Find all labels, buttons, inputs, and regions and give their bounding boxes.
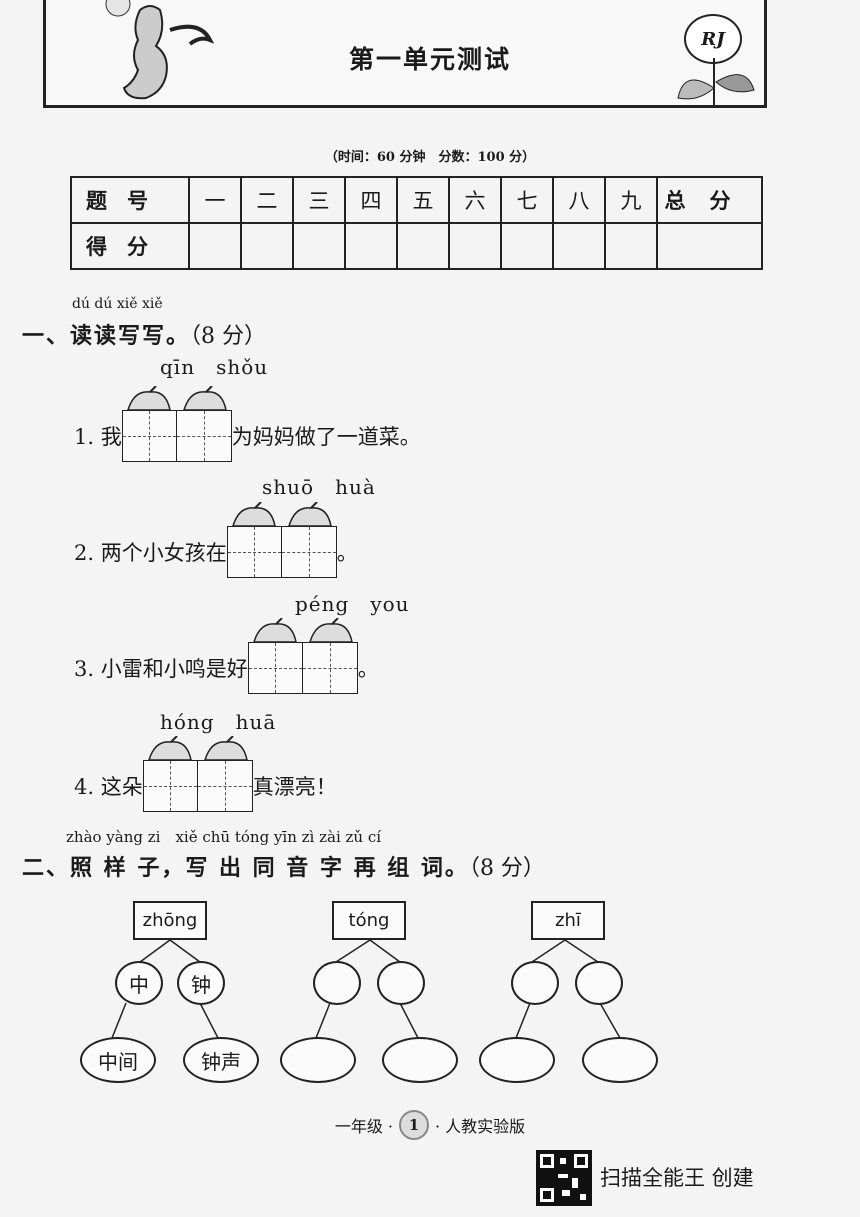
- leaf-decoration-icon: [252, 618, 297, 643]
- column-header: 七: [500, 176, 554, 224]
- tree1-char-node[interactable]: 钟: [177, 961, 225, 1005]
- writing-cell[interactable]: [302, 642, 358, 694]
- column-header: 四: [344, 176, 398, 224]
- item1-sentence: 1. 我 为妈妈做了一道菜。: [74, 386, 421, 462]
- item3-writing-grid[interactable]: [247, 618, 358, 694]
- tree1-root-pinyin: zhōng: [133, 901, 207, 940]
- tree2-char-node[interactable]: [377, 961, 425, 1005]
- exam-info: （时间：60 分钟 分数：100 分）: [324, 150, 536, 165]
- tree3-word-node[interactable]: [479, 1037, 555, 1083]
- writing-cell[interactable]: [197, 760, 253, 812]
- item1-pinyin: qīn shǒu: [160, 355, 269, 379]
- item3-pinyin: péng you: [295, 592, 410, 616]
- writing-cell[interactable]: [176, 410, 232, 462]
- total-header: 总分: [656, 176, 763, 224]
- section2-title-text: 二、照 样 子，写 出 同 音 字 再 组 词。: [22, 856, 469, 881]
- score-table-header-row: 题号 一 二 三 四 五 六 七 八 九 总分: [70, 176, 763, 224]
- writing-cell[interactable]: [226, 526, 282, 578]
- item4-suffix: 真漂亮！: [252, 775, 337, 799]
- item4-writing-grid[interactable]: [142, 736, 253, 812]
- score-cell[interactable]: [188, 222, 242, 270]
- section2-title: 二、照 样 子，写 出 同 音 字 再 组 词。（8 分）: [22, 850, 545, 882]
- column-header: 一: [188, 176, 242, 224]
- column-header: 六: [448, 176, 502, 224]
- item2-suffix: 。: [336, 541, 358, 565]
- tree1-word-node[interactable]: 钟声: [183, 1037, 259, 1083]
- score-cell[interactable]: [292, 222, 346, 270]
- tree3-root-pinyin: zhī: [531, 901, 605, 940]
- column-header: 三: [292, 176, 346, 224]
- tree3-char-node[interactable]: [511, 961, 559, 1005]
- item2-sentence: 2. 两个小女孩在 。: [74, 502, 358, 578]
- item2-prefix: 2. 两个小女孩在: [74, 541, 227, 565]
- page-footer: 一年级 · 1 · 人教实验版: [0, 1110, 860, 1140]
- leaf-decoration-icon: [203, 736, 248, 761]
- tree3-word-node[interactable]: [582, 1037, 658, 1083]
- item4-pinyin: hóng huā: [160, 710, 277, 734]
- tree2-word-node[interactable]: [280, 1037, 356, 1083]
- tree-connector-lines: [111, 939, 621, 1039]
- writing-cell[interactable]: [281, 526, 337, 578]
- tree2-word-node[interactable]: [382, 1037, 458, 1083]
- column-header: 八: [552, 176, 606, 224]
- writing-cell[interactable]: [247, 642, 303, 694]
- section1-title-text: 一、读读写写。: [22, 324, 191, 349]
- leaf-decoration-icon: [287, 502, 332, 527]
- item1-prefix: 1. 我: [74, 425, 122, 449]
- item3-suffix: 。: [357, 657, 379, 681]
- tree3-char-node[interactable]: [575, 961, 623, 1005]
- item2-pinyin: shuō huà: [262, 475, 376, 499]
- score-cell[interactable]: [500, 222, 554, 270]
- column-header: 五: [396, 176, 450, 224]
- leaf-decoration-icon: [308, 618, 353, 643]
- footer-edition: · 人教实验版: [435, 1117, 526, 1136]
- section1-title: 一、读读写写。（8 分）: [22, 318, 266, 350]
- section2-pinyin: zhào yàng zi xiě chū tóng yīn zì zài zǔ …: [66, 828, 382, 846]
- column-header: 九: [604, 176, 658, 224]
- page-number: 1: [399, 1110, 429, 1140]
- score-cell-total[interactable]: [656, 222, 763, 270]
- score-cell[interactable]: [604, 222, 658, 270]
- leaf-decoration-icon: [231, 502, 276, 527]
- cat-illustration: [105, 0, 215, 100]
- flower-leaves-illustration: [677, 58, 755, 106]
- leaf-decoration-icon: [147, 736, 192, 761]
- leaf-decoration-icon: [182, 386, 227, 411]
- score-cell[interactable]: [344, 222, 398, 270]
- writing-cell[interactable]: [121, 410, 177, 462]
- item3-sentence: 3. 小雷和小鸣是好 。: [74, 618, 379, 694]
- item2-writing-grid[interactable]: [226, 502, 337, 578]
- tree1-word-node[interactable]: 中间: [80, 1037, 156, 1083]
- score-cell[interactable]: [240, 222, 294, 270]
- item3-prefix: 3. 小雷和小鸣是好: [74, 657, 248, 681]
- column-header: 二: [240, 176, 294, 224]
- row-label-score: 得分: [70, 222, 190, 270]
- rj-badge: RJ: [684, 14, 742, 64]
- writing-cell[interactable]: [142, 760, 198, 812]
- tree1-char-node[interactable]: 中: [115, 961, 163, 1005]
- section1-points: （8 分）: [190, 324, 267, 349]
- score-table: 题号 一 二 三 四 五 六 七 八 九 总分 得分: [70, 176, 763, 270]
- tree2-char-node[interactable]: [313, 961, 361, 1005]
- tree2-root-pinyin: tóng: [332, 901, 406, 940]
- score-cell[interactable]: [448, 222, 502, 270]
- footer-grade: 一年级 ·: [334, 1117, 393, 1136]
- section1-pinyin: dú dú xiě xiě: [72, 296, 163, 312]
- score-cell[interactable]: [552, 222, 606, 270]
- page-title: 第一单元测试: [348, 45, 511, 74]
- leaf-decoration-icon: [126, 386, 171, 411]
- section2-points: （8 分）: [468, 856, 545, 881]
- item4-prefix: 4. 这朵: [74, 775, 143, 799]
- score-table-score-row: 得分: [70, 222, 763, 270]
- item1-writing-grid[interactable]: [121, 386, 232, 462]
- score-cell[interactable]: [396, 222, 450, 270]
- item1-suffix: 为妈妈做了一道菜。: [231, 425, 421, 449]
- scanner-watermark: 扫描全能王 创建: [600, 1166, 754, 1190]
- row-label-question-number: 题号: [70, 176, 190, 224]
- qr-code-icon: [536, 1150, 592, 1206]
- item4-sentence: 4. 这朵 真漂亮！: [74, 736, 337, 812]
